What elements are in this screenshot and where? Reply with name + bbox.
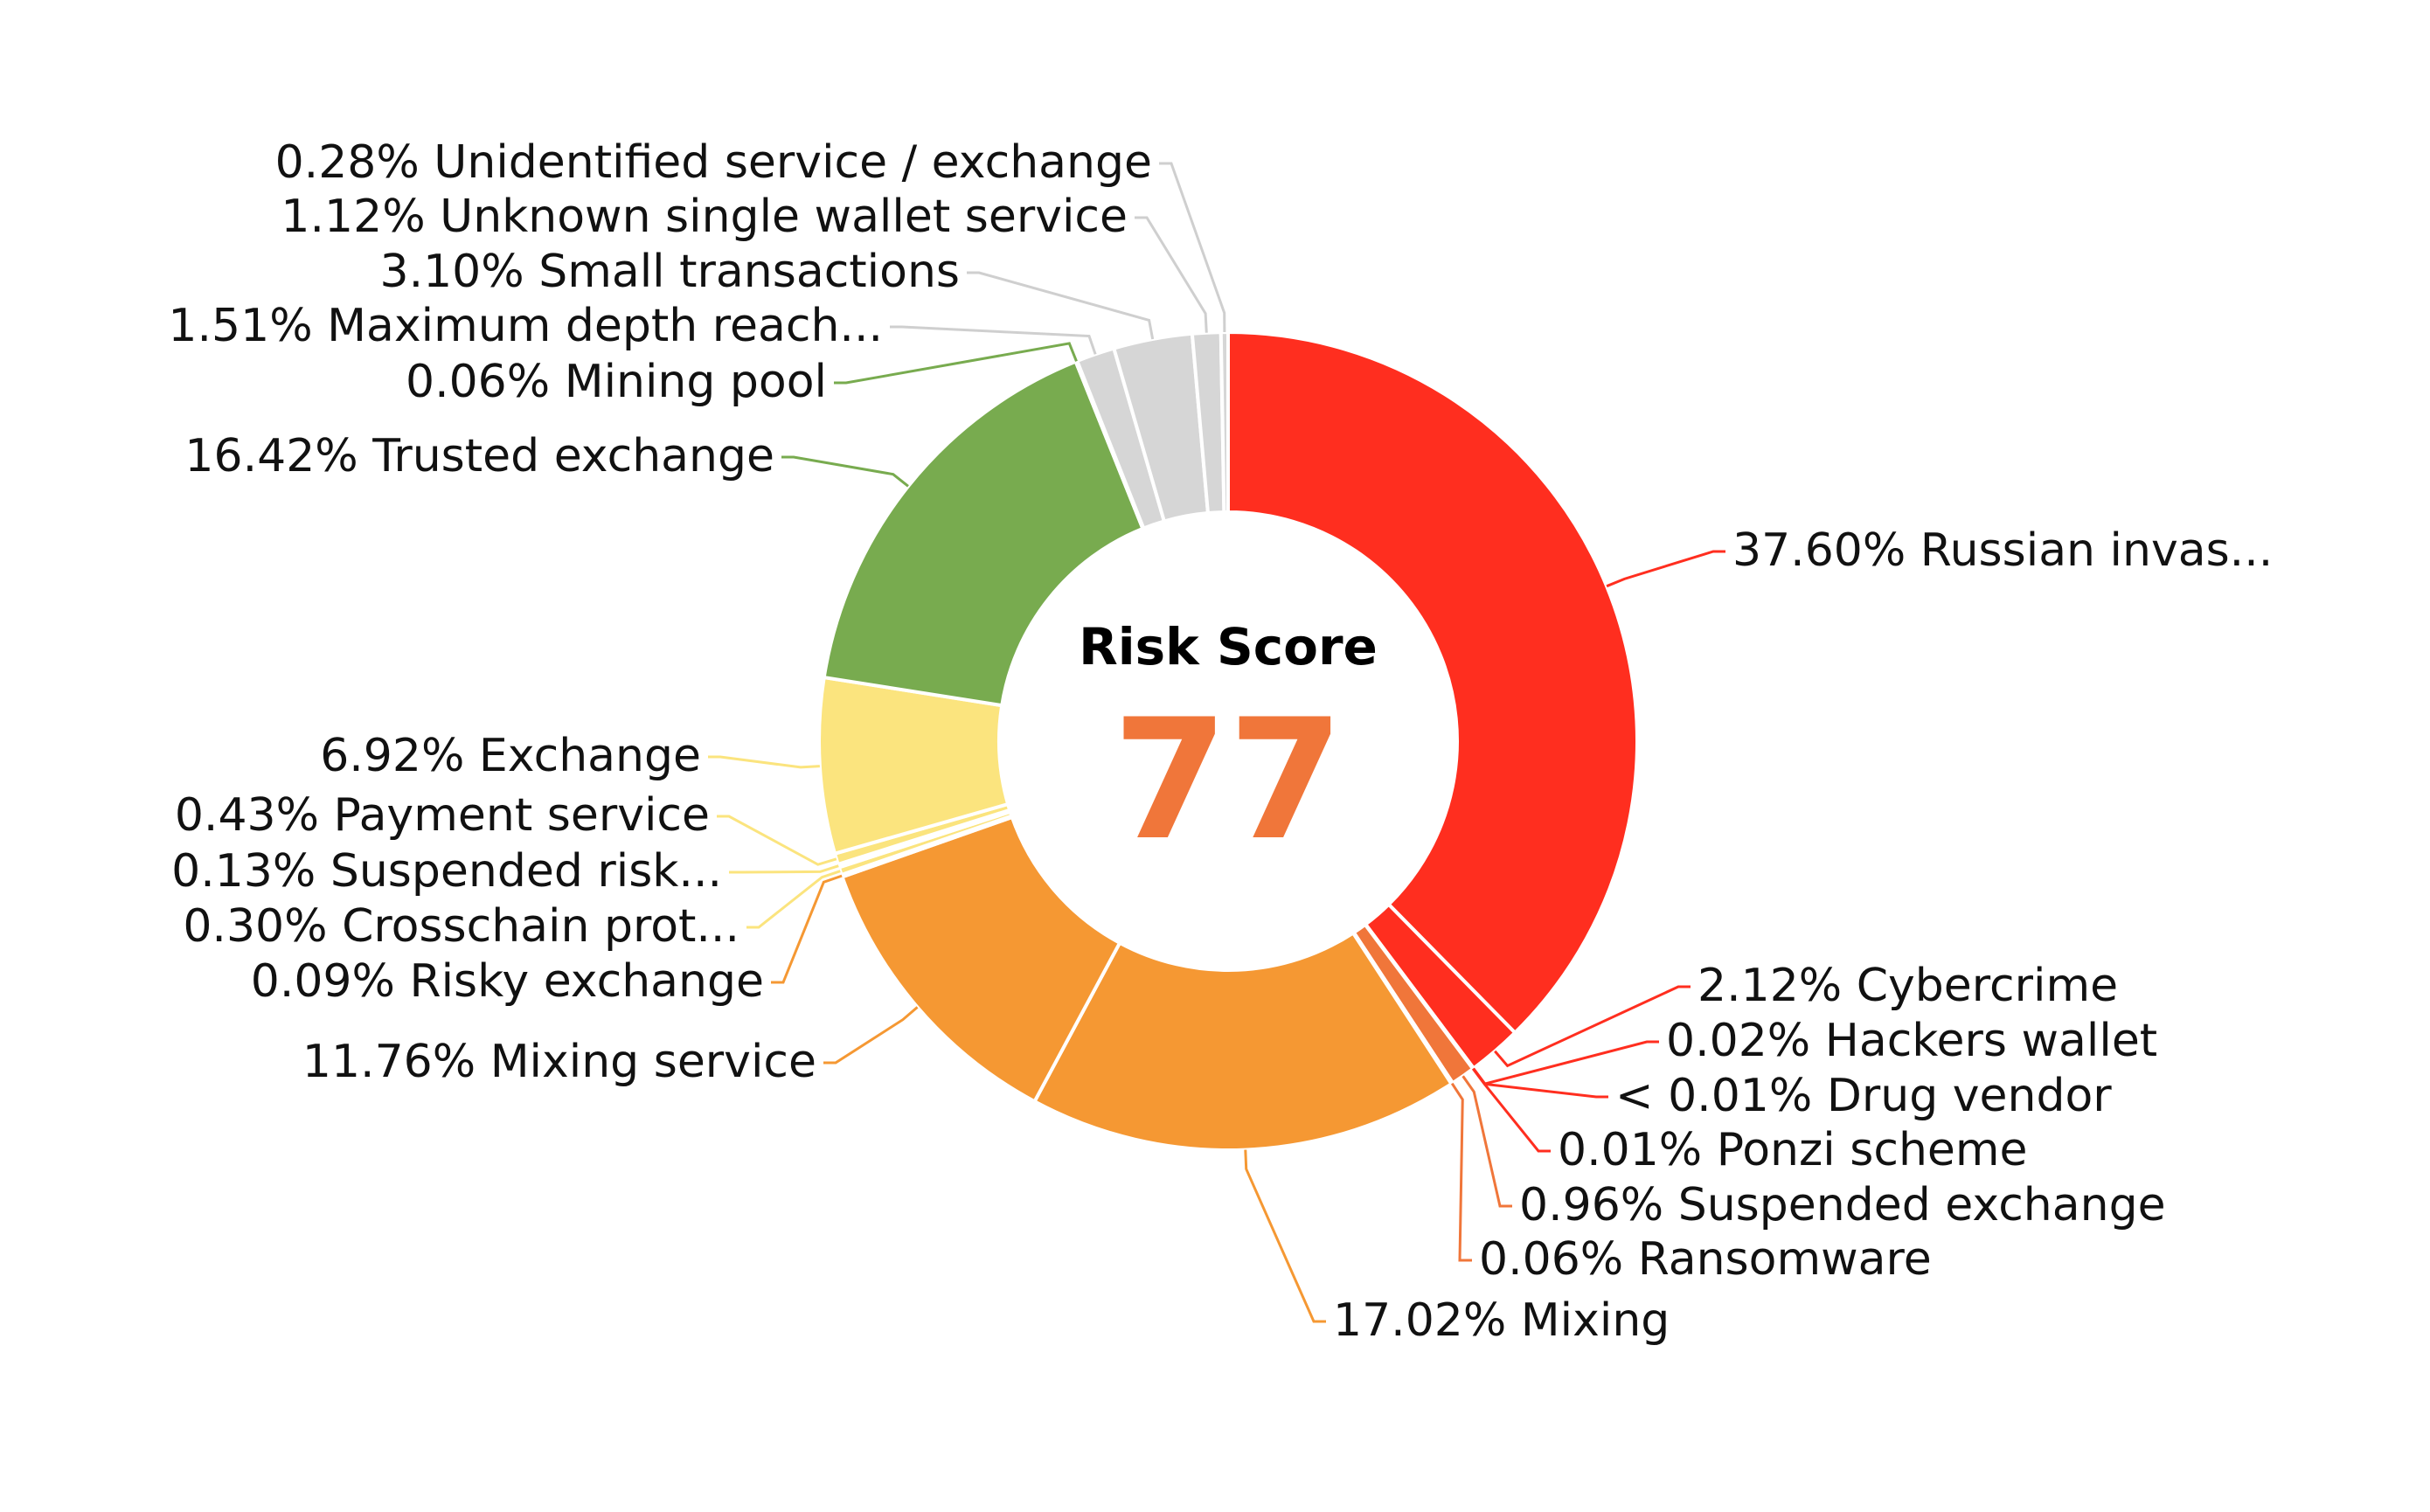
leader-line-19 bbox=[1159, 162, 1226, 333]
leader-line-16 bbox=[890, 325, 1097, 355]
slice-label-4: 0.01% Ponzi scheme bbox=[1558, 1124, 2028, 1176]
slice-label-3: < 0.01% Drug vendor bbox=[1615, 1070, 2112, 1122]
slice-label-5: 0.96% Suspended exchange bbox=[1519, 1179, 2166, 1231]
slice-label-19: 0.28% Unidentified service / exchange bbox=[275, 136, 1152, 189]
label-leader-lines bbox=[708, 162, 1725, 1323]
leader-line-0 bbox=[1606, 550, 1725, 588]
leader-line-7 bbox=[1244, 1149, 1326, 1323]
slice-label-17: 3.10% Small transactions bbox=[379, 246, 960, 298]
slice-labels: 37.60% Russian invas...2.12% Cybercrime0… bbox=[168, 136, 2273, 1347]
slice-14 bbox=[822, 359, 1146, 708]
slice-label-15: 0.06% Mining pool bbox=[406, 356, 827, 408]
leader-line-14 bbox=[781, 455, 909, 488]
slice-8 bbox=[839, 815, 1122, 1105]
slice-label-0: 37.60% Russian invas... bbox=[1732, 524, 2273, 577]
leader-line-17 bbox=[967, 271, 1155, 340]
slice-label-1: 2.12% Cybercrime bbox=[1698, 960, 2118, 1012]
leader-line-5 bbox=[1461, 1075, 1512, 1208]
slice-label-2: 0.02% Hackers wallet bbox=[1666, 1015, 2157, 1067]
leader-line-11 bbox=[729, 864, 839, 874]
slice-label-18: 1.12% Unknown single wallet service bbox=[281, 191, 1128, 243]
leader-line-4 bbox=[1471, 1067, 1551, 1153]
leader-line-15 bbox=[834, 342, 1078, 385]
center-value: 77 bbox=[1113, 683, 1343, 877]
slice-label-7: 17.02% Mixing bbox=[1333, 1294, 1670, 1347]
slice-label-13: 6.92% Exchange bbox=[320, 730, 701, 782]
slice-label-6: 0.06% Ransomware bbox=[1479, 1233, 1932, 1286]
donut-slices bbox=[817, 329, 1639, 1152]
slice-label-11: 0.13% Suspended risk... bbox=[171, 845, 722, 898]
slice-label-10: 0.30% Crosschain prot... bbox=[183, 900, 739, 953]
center-title: Risk Score bbox=[1079, 617, 1378, 676]
slice-7 bbox=[1031, 930, 1455, 1152]
slice-label-14: 16.42% Trusted exchange bbox=[184, 430, 774, 482]
slice-label-12: 0.43% Payment service bbox=[175, 789, 710, 842]
leader-line-6 bbox=[1450, 1082, 1472, 1262]
leader-line-1 bbox=[1494, 985, 1691, 1068]
leader-line-12 bbox=[717, 815, 837, 866]
leader-line-9 bbox=[771, 874, 843, 984]
slice-label-9: 0.09% Risky exchange bbox=[251, 955, 764, 1008]
leader-line-13 bbox=[708, 755, 820, 769]
slice-label-8: 11.76% Mixing service bbox=[302, 1036, 816, 1088]
leader-line-18 bbox=[1135, 216, 1208, 333]
leader-line-10 bbox=[746, 870, 841, 929]
slice-0 bbox=[1226, 329, 1639, 1036]
leader-line-8 bbox=[823, 1006, 919, 1065]
slice-label-16: 1.51% Maximum depth reach... bbox=[168, 300, 883, 352]
slice-19 bbox=[1218, 329, 1230, 515]
